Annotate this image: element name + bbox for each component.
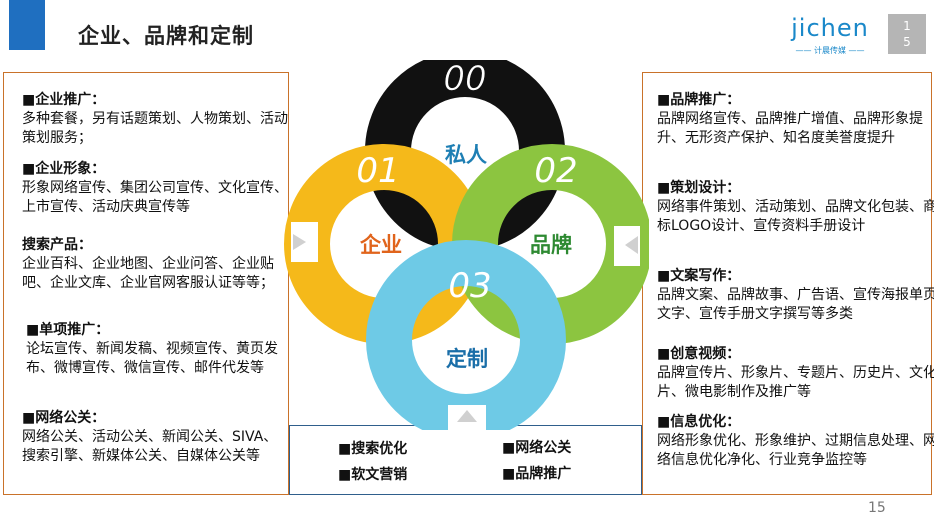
ring-number-01: 01	[356, 151, 399, 191]
custom-service-item: ■网络公关	[502, 440, 572, 456]
service-block: ■信息优化： 网络形象优化、形象维护、过期信息处理、网络信息优化净化、行业竞争监…	[657, 413, 934, 470]
section-body: 网络形象优化、形象维护、过期信息处理、网络信息优化净化、行业竞争监控等	[657, 433, 934, 468]
arrow-right-marker-icon	[625, 236, 638, 254]
section-body: 形象网络宣传、集团公司宣传、文化宣传、上市宣传、活动庆典宣传等	[22, 180, 288, 215]
page-badge: 1 5	[888, 14, 926, 54]
badge-line-1: 1	[903, 19, 911, 33]
service-block: ■文案写作： 品牌文案、品牌故事、广告语、宣传海报单页文字、宣传手册文字撰写等多…	[657, 267, 934, 324]
ring-label-enterprise: 企业	[359, 233, 402, 257]
section-body: 品牌文案、品牌故事、广告语、宣传海报单页文字、宣传手册文字撰写等多类	[657, 287, 934, 322]
section-body: 多种套餐，另有话题策划、人物策划、活动策划服务；	[22, 111, 288, 146]
section-heading: ■创意视频：	[657, 346, 741, 362]
section-heading: 搜索产品：	[22, 237, 92, 253]
section-body: 品牌网络宣传、品牌推广增值、品牌形象提升、无形资产保护、知名度美誉度提升	[657, 111, 923, 146]
logo-subtitle: —— 计晨传媒 ——	[795, 46, 865, 55]
service-block: ■单项推广： 论坛宣传、新闻发稿、视频宣传、黄页发布、微博宣传、微信宣传、邮件代…	[26, 321, 294, 378]
ring-label-brand: 品牌	[530, 233, 572, 257]
service-block: ■创意视频： 品牌宣传片、形象片、专题片、历史片、文化片、微电影制作及推广等	[657, 345, 934, 402]
brand-services-panel: ■品牌推广： 品牌网络宣传、品牌推广增值、品牌形象提升、无形资产保护、知名度美誉…	[642, 72, 934, 495]
section-heading: ■企业推广：	[22, 92, 106, 108]
custom-service-item: ■软文营销	[338, 467, 408, 483]
service-block: ■企业形象： 形象网络宣传、集团公司宣传、文化宣传、上市宣传、活动庆典宣传等	[22, 160, 290, 217]
arrow-up-marker-icon	[457, 410, 477, 422]
arrow-left-marker-icon	[293, 234, 306, 250]
ring-label-private: 私人	[445, 143, 487, 167]
section-body: 网络公关、活动公关、新闻公关、SIVA、搜索引擎、新媒体公关、自媒体公关等	[22, 429, 278, 464]
ring-number-03: 03	[448, 266, 491, 306]
custom-service-item: ■搜索优化	[338, 441, 408, 457]
service-block: 搜索产品： 企业百科、企业地图、企业问答、企业贴吧、企业文库、企业官网客服认证等…	[22, 236, 290, 293]
ring-label-custom: 定制	[446, 347, 488, 371]
page-number: 15	[868, 500, 886, 516]
section-heading: ■企业形象：	[22, 161, 106, 177]
header-accent-bar	[9, 0, 45, 50]
section-heading: ■文案写作：	[657, 268, 741, 284]
service-block: ■网络公关： 网络公关、活动公关、新闻公关、SIVA、搜索引擎、新媒体公关、自媒…	[22, 409, 290, 466]
service-block: ■品牌推广： 品牌网络宣传、品牌推广增值、品牌形象提升、无形资产保护、知名度美誉…	[657, 91, 934, 148]
brand-logo: jichen —— 计晨传媒 ——	[788, 14, 872, 60]
section-body: 网络事件策划、活动策划、品牌文化包装、商标LOGO设计、宣传资料手册设计	[657, 199, 934, 234]
section-body: 论坛宣传、新闻发稿、视频宣传、黄页发布、微博宣传、微信宣传、邮件代发等	[26, 341, 278, 376]
ring-number-00: 00	[443, 60, 486, 99]
ring-diagram: 00 01 02 03 私人 企业 品牌 定制	[284, 60, 649, 430]
ring-number-02: 02	[534, 151, 577, 191]
enterprise-services-panel: ■企业推广： 多种套餐，另有话题策划、人物策划、活动策划服务； ■企业形象： 形…	[3, 72, 289, 495]
service-block: ■策划设计： 网络事件策划、活动策划、品牌文化包装、商标LOGO设计、宣传资料手…	[657, 179, 934, 236]
badge-line-2: 5	[903, 35, 911, 49]
custom-services-panel: ■搜索优化 ■网络公关 ■软文营销 ■品牌推广	[289, 425, 642, 495]
page-title: 企业、品牌和定制	[78, 24, 254, 48]
section-heading: ■网络公关：	[22, 410, 106, 426]
section-heading: ■策划设计：	[657, 180, 741, 196]
custom-service-item: ■品牌推广	[502, 466, 572, 482]
section-heading: ■品牌推广：	[657, 92, 741, 108]
section-body: 品牌宣传片、形象片、专题片、历史片、文化片、微电影制作及推广等	[657, 365, 934, 400]
section-heading: ■信息优化：	[657, 414, 741, 430]
service-block: ■企业推广： 多种套餐，另有话题策划、人物策划、活动策划服务；	[22, 91, 290, 148]
logo-text: jichen	[791, 14, 869, 42]
section-body: 企业百科、企业地图、企业问答、企业贴吧、企业文库、企业官网客服认证等等；	[22, 256, 274, 291]
section-heading: ■单项推广：	[26, 322, 110, 338]
